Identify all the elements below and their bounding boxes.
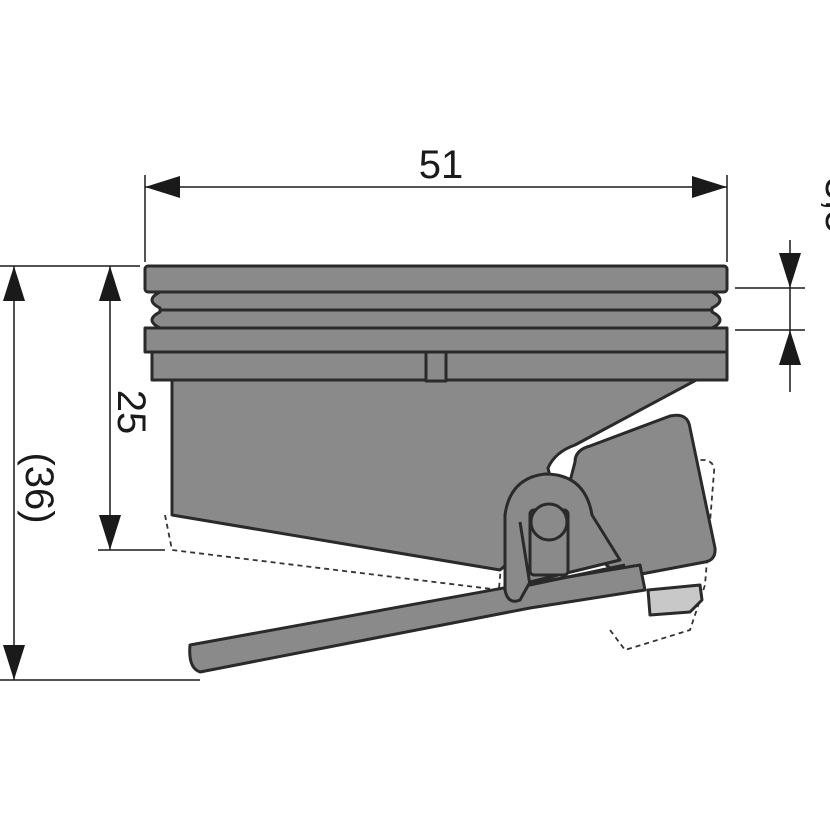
dimension-total-height: (36) [0,265,200,681]
hinge-flap [188,413,717,674]
dimension-total-height-label: (36) [17,452,61,523]
dimension-height-label: 25 [109,390,153,435]
dimension-height: 25 [98,265,165,551]
dimension-width: 51 [144,143,728,262]
dimension-flange: 3,5 [735,177,830,392]
dimension-flange-label: 3,5 [817,177,830,233]
drain-body [143,264,729,572]
dimension-width-label: 51 [419,143,464,187]
